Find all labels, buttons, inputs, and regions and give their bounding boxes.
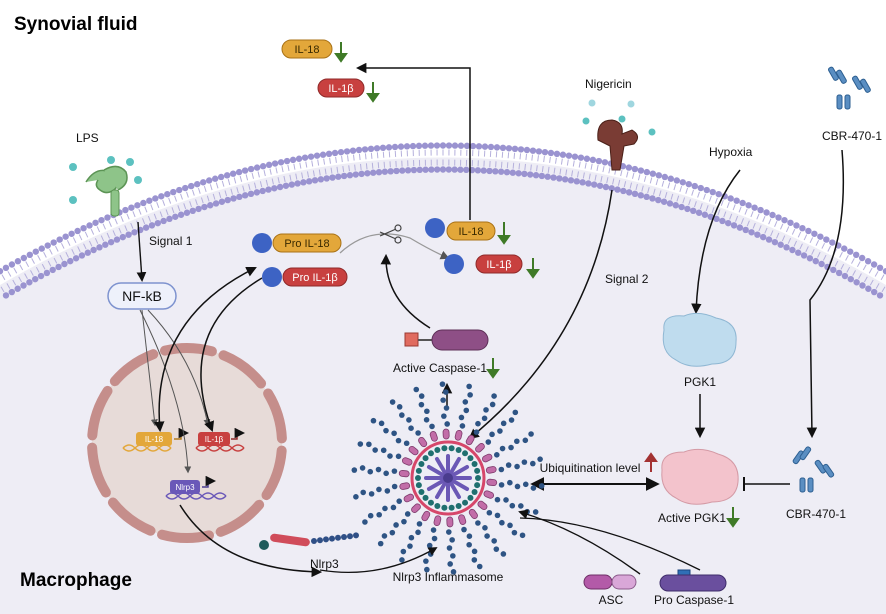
caspase-assembly-arrow <box>519 517 701 571</box>
active-caspase-1-label: Active Caspase-1 <box>393 361 487 375</box>
active-pgk1-label: Active PGK1 <box>658 511 726 525</box>
region-label-outside: Synovial fluid <box>14 14 138 35</box>
nfkb-node: NF-kB <box>107 282 177 310</box>
region-label-inside: Macrophage <box>20 570 132 591</box>
secretion-arrow <box>355 62 471 220</box>
il1b-secreted: IL-1β <box>317 78 365 98</box>
ubiquitination-label: Ubiquitination level <box>540 461 641 475</box>
il18-secreted-label: IL-18 <box>294 44 319 56</box>
decrease-arrows <box>334 42 740 528</box>
pro-il1b-label: Pro IL-1β <box>292 272 337 284</box>
caspase-cleavage-arrow <box>380 253 431 329</box>
nlrp3-protein-label: Nlrp3 <box>310 557 339 571</box>
nigericin-molecules <box>582 99 656 136</box>
lps-label: LPS <box>76 131 99 145</box>
cbr-molecule-icon <box>828 66 871 110</box>
il1b-mature-label: IL-1β <box>486 259 511 271</box>
nucleus <box>87 343 287 543</box>
ion-channel-icon <box>597 119 638 171</box>
down-arrow-icon <box>486 358 500 379</box>
down-arrow-icon <box>726 507 740 528</box>
tlr4-receptor-icon <box>85 165 128 217</box>
cell-membrane <box>0 142 886 299</box>
cbr-right-label: CBR-470-1 <box>786 507 846 521</box>
il18-secreted: IL-18 <box>281 39 333 59</box>
nigericin-label: Nigericin <box>585 77 632 91</box>
nlrp3-protein <box>259 532 359 550</box>
cleavage-curve <box>339 233 450 260</box>
asc-protein <box>583 574 637 590</box>
pro-caspase-1-protein <box>659 569 727 592</box>
down-arrow-icon <box>526 258 540 279</box>
gene-il18-label: IL-18 <box>145 435 164 444</box>
up-arrow-icon <box>644 452 658 472</box>
hypoxia-arrow <box>691 169 741 315</box>
pro-il18: Pro IL-18 <box>252 233 342 253</box>
signal1-label: Signal 1 <box>149 234 193 248</box>
down-arrow-icon <box>497 224 511 245</box>
il18-mature: IL-18 <box>425 218 496 241</box>
asc-label: ASC <box>599 593 624 607</box>
gene-il1b-label: IL-1β <box>205 435 224 444</box>
signal2-label: Signal 2 <box>605 272 649 286</box>
down-arrow-icon <box>334 42 348 63</box>
pgk1-label: PGK1 <box>684 375 716 389</box>
inflammasome-label: Nlrp3 Inflammasome <box>393 570 504 584</box>
active-pgk1-protein <box>661 448 739 505</box>
cbr-entry-arrow <box>806 149 845 439</box>
signal1-arrow <box>136 221 147 282</box>
cbr-molecule-icon <box>792 446 835 493</box>
nlrp3-assembly-arrow <box>319 547 438 574</box>
active-caspase-1 <box>404 329 489 351</box>
scissors-icon <box>379 224 402 244</box>
translation-arrows <box>154 267 323 578</box>
asc-assembly-arrow <box>518 509 641 575</box>
gene-nlrp3-label: Nlrp3 <box>175 483 195 492</box>
pro-il18-label: Pro IL-18 <box>284 238 329 250</box>
hypoxia-label: Hypoxia <box>709 145 753 159</box>
il1b-mature: IL-1β <box>444 254 523 274</box>
nfkb-label: NF-kB <box>122 288 162 304</box>
il18-mature-label: IL-18 <box>458 226 483 238</box>
cbr-top-label: CBR-470-1 <box>822 129 882 143</box>
down-arrow-icon <box>366 82 380 103</box>
lps-molecules <box>69 156 142 204</box>
pro-caspase-1-label: Pro Caspase-1 <box>654 593 734 607</box>
signal2-arrow <box>468 189 613 440</box>
pro-il1b: Pro IL-1β <box>262 267 348 287</box>
pgk1-protein <box>662 312 737 367</box>
gene-il1b: IL-1β <box>195 427 246 452</box>
il1b-secreted-label: IL-1β <box>328 83 353 95</box>
nlrp3-inflammasome-icon <box>351 381 545 575</box>
gene-nlrp3: Nlrp3 <box>165 475 227 500</box>
